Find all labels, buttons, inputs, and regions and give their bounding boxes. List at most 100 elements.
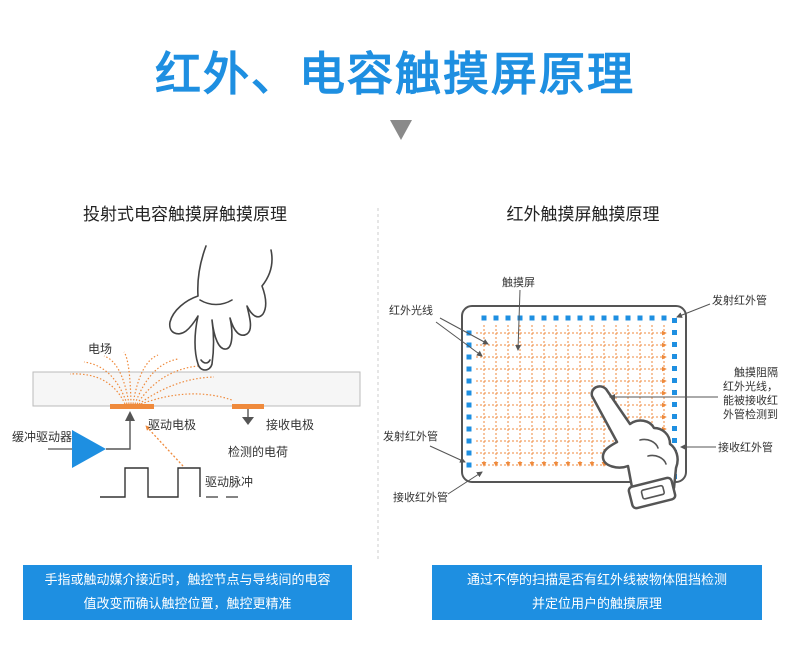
- receiver-tube-right: [672, 354, 677, 359]
- touch-block-label-line: 触摸阻隔: [734, 365, 778, 379]
- receiver-bottom-label: 接收红外管: [393, 490, 448, 504]
- fingernail: [200, 359, 211, 364]
- infrared-caption-box: 通过不停的扫描是否有红外线被物体阻挡检测 并定位用户的触摸原理: [432, 565, 762, 620]
- caption-line: 手指或触动媒介接近时，触控节点与导线间的电容: [44, 573, 331, 588]
- electric-field-line: [83, 361, 128, 405]
- buffer-driver-label: 缓冲驱动器: [12, 429, 72, 444]
- down-triangle-icon: [242, 417, 254, 425]
- knuckle-line: [199, 299, 233, 306]
- up-arrow-icon: [125, 411, 135, 421]
- emitter-tube-left: [466, 330, 472, 336]
- receiver-tube-right: [672, 390, 677, 395]
- emitter-left-leader: [429, 445, 466, 463]
- emitter-tube-top: [565, 315, 571, 321]
- emitter-tube-top: [553, 315, 559, 321]
- knuckle-line: [647, 454, 667, 465]
- emitter-tube-left: [466, 438, 472, 444]
- emitter-tube-top: [517, 315, 523, 321]
- emitter-tube-left: [466, 342, 472, 348]
- electric-field-line: [69, 373, 126, 405]
- emitter-top-label: 发射红外管: [712, 293, 767, 307]
- emitter-tube-left: [466, 378, 472, 384]
- emitter-tube-top: [577, 315, 583, 321]
- emitter-tube-top: [601, 315, 607, 321]
- emitter-tube-left: [466, 414, 472, 420]
- touch-screen-leader: [515, 289, 522, 351]
- infrared-light-leader: [439, 317, 489, 345]
- infrared-diagram: 触摸屏 红外光线 发射红外管 发射红外管 接收红外管 接收红外管 触摸阻隔 红外…: [383, 275, 778, 510]
- drive-pulse-waveform: [100, 467, 201, 498]
- emitter-tube-top: [541, 315, 547, 321]
- electric-field-lines: [69, 351, 233, 405]
- left-panel-heading: 投射式电容触摸屏触摸原理: [83, 205, 287, 225]
- caption-line: 并定位用户的触摸原理: [531, 597, 662, 612]
- infrared-tubes: [466, 315, 677, 479]
- touch-block-label-line: 能被接收红: [723, 393, 778, 407]
- receiver-bottom-leader: [447, 471, 483, 495]
- emitter-tube-left: [466, 402, 472, 408]
- electric-field-line: [132, 354, 159, 405]
- right-panel-heading: 红外触摸屏触摸原理: [507, 205, 660, 225]
- drive-electrode-label: 驱动电极: [148, 418, 196, 432]
- caption-line: 通过不停的扫描是否有红外线被物体阻挡检测: [466, 573, 727, 588]
- emitter-tube-top: [493, 315, 499, 321]
- hand-outline: [590, 385, 679, 500]
- receiver-tube-right: [672, 438, 677, 443]
- receiver-tube-right: [672, 378, 677, 383]
- drive-signal-line: [106, 420, 131, 450]
- hand-outline: [168, 245, 273, 371]
- receiver-tube-right: [672, 426, 677, 431]
- emitter-tube-left: [466, 366, 472, 372]
- receiver-tube-right: [672, 330, 677, 335]
- emitter-left-label: 发射红外管: [383, 429, 438, 443]
- emitter-tube-left: [466, 354, 472, 360]
- down-arrow-icon: [390, 120, 412, 140]
- cuff-button: [640, 484, 665, 500]
- capacitive-caption-box: 手指或触动媒介接近时，触控节点与导线间的电容 值改变而确认触控位置，触控更精准: [23, 565, 352, 620]
- emitter-tube-left: [466, 462, 472, 468]
- detected-charge-label: 检测的电荷: [228, 444, 288, 459]
- receive-electrode: [232, 404, 264, 409]
- receiver-tube-right: [672, 342, 677, 347]
- page-title: 红外、电容触摸屏原理: [155, 47, 635, 101]
- infrared-light-label: 红外光线: [389, 303, 433, 317]
- receiver-tube-right: [672, 318, 677, 323]
- emitter-tube-top: [589, 315, 595, 321]
- receiver-tube-right: [672, 366, 677, 371]
- receiver-right-label: 接收红外管: [718, 440, 773, 454]
- emitter-tube-top: [625, 315, 631, 321]
- receiver-tube-right: [672, 402, 677, 407]
- emitter-tube-top: [613, 315, 619, 321]
- touch-screen-label: 触摸屏: [502, 275, 535, 289]
- emitter-tube-top: [661, 315, 667, 321]
- emitter-tube-top: [649, 315, 655, 321]
- emitter-tube-top: [505, 315, 511, 321]
- drive-pulse-label: 驱动脉冲: [205, 474, 253, 489]
- receiver-tube-right: [672, 414, 677, 419]
- finger-hand-illustration: [168, 245, 273, 371]
- caption-line: 值改变而确认触控位置，触控更精准: [83, 597, 292, 612]
- emitter-tube-left: [466, 450, 472, 456]
- pointing-hand-illustration: [590, 385, 679, 510]
- knuckle-line: [639, 438, 659, 449]
- emitter-tube-top: [481, 315, 487, 321]
- capacitive-diagram: 电场 缓冲驱动器 驱动电极 接收电极 检测的电荷 驱动脉冲: [12, 245, 361, 498]
- emitter-top-leader: [676, 303, 711, 318]
- electric-field-line: [136, 365, 199, 405]
- touch-block-label-line: 红外光线，: [723, 379, 778, 393]
- electric-field-line: [134, 358, 179, 405]
- electric-field-line: [123, 351, 132, 405]
- emitter-tube-top: [637, 315, 643, 321]
- glass-panel: [32, 371, 361, 407]
- emitter-tube-top: [529, 315, 535, 321]
- electric-field-label: 电场: [88, 342, 112, 356]
- drive-electrode: [110, 404, 154, 409]
- electric-field-line: [103, 355, 130, 405]
- emitter-tube-left: [466, 426, 472, 432]
- buffer-driver-triangle: [72, 430, 106, 468]
- emitter-tube-left: [466, 390, 472, 396]
- infrared-light-leader: [435, 321, 483, 357]
- touch-block-label-line: 外管检测到: [723, 407, 778, 421]
